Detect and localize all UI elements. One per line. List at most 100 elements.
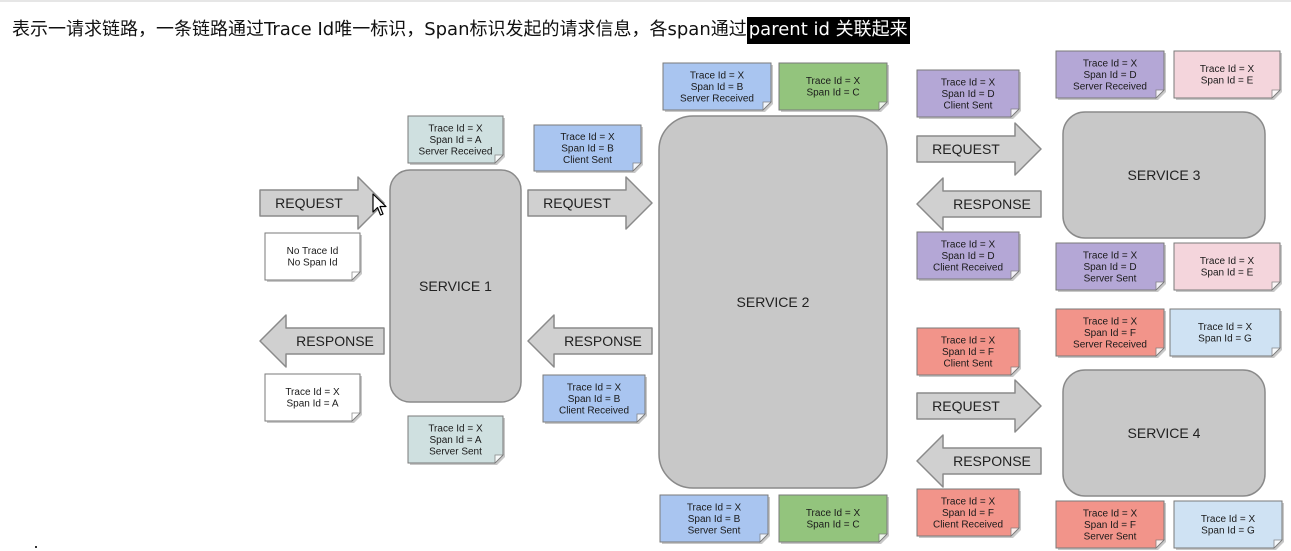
note-line: Server Sent [1084, 531, 1137, 542]
note-line: Trace Id = X [428, 423, 483, 434]
note-line: Span Id = A [287, 399, 339, 410]
note-line: Span Id = D [1083, 70, 1136, 81]
note-line: Trace Id = X [1201, 514, 1256, 525]
note-line: Span Id = E [1201, 76, 1254, 87]
note-line: Server Sent [429, 446, 482, 457]
note-line: Server Received [419, 146, 493, 157]
response-arrow-4: RESPONSE [916, 434, 1042, 488]
request-label: REQUEST [543, 195, 611, 211]
request-label: REQUEST [932, 141, 1000, 157]
note-line: Span Id = C [806, 520, 859, 531]
caption-highlight: parent id 关联起来 [746, 17, 910, 44]
note-line: Span Id = C [806, 88, 859, 99]
response-label: RESPONSE [564, 333, 642, 349]
request-arrow-3: REQUEST [916, 122, 1042, 176]
response-arrow-2: RESPONSE [527, 314, 653, 368]
stray-dot [35, 546, 37, 548]
note-line: Trace Id = X [428, 123, 483, 134]
response-label: RESPONSE [296, 333, 374, 349]
note-line: Trace Id = X [806, 508, 861, 519]
note-line: Trace Id = X [941, 239, 996, 250]
note-line: Span Id = B [688, 514, 741, 525]
request-arrow-4: REQUEST [916, 379, 1042, 433]
request-arrow-1: REQUEST [259, 176, 385, 230]
note-line: Trace Id = X [285, 387, 340, 398]
note-line: Span Id = A [430, 135, 482, 146]
note-line: Trace Id = X [690, 70, 745, 81]
caption-text: 表示一请求链路，一条链路通过Trace Id唯一标识，Span标识发起的请求信息… [12, 19, 747, 40]
caption: 表示一请求链路，一条链路通过Trace Id唯一标识，Span标识发起的请求信息… [12, 17, 910, 44]
service-label: SERVICE 4 [1128, 425, 1201, 441]
note-line: Span Id = B [568, 394, 621, 405]
response-arrow-3: RESPONSE [916, 177, 1042, 231]
note-line: Trace Id = X [1083, 250, 1138, 261]
note-line: Trace Id = X [1083, 508, 1138, 519]
note-line: Trace Id = X [687, 502, 742, 513]
note-line: Trace Id = X [1198, 322, 1253, 333]
note-line: Span Id = F [942, 347, 994, 358]
service-1-box: SERVICE 1 [389, 169, 522, 403]
response-label: RESPONSE [953, 453, 1031, 469]
note-line: Span Id = G [1198, 334, 1252, 345]
note-line: Trace Id = X [941, 77, 996, 88]
note-line: Trace Id = X [941, 496, 996, 507]
note-line: Client Sent [944, 358, 993, 369]
note-line: Client Sent [944, 100, 993, 111]
service-label: SERVICE 2 [737, 294, 810, 310]
note-line: Server Received [1073, 81, 1147, 92]
service-3-box: SERVICE 3 [1062, 111, 1266, 239]
note-line: Trace Id = X [806, 76, 861, 87]
note-line: Span Id = G [1201, 526, 1255, 537]
note-line: Server Received [680, 93, 754, 104]
note-line: Span Id = A [430, 435, 482, 446]
note-line: Span Id = D [941, 251, 994, 262]
note-line: Span Id = F [1084, 520, 1136, 531]
response-label: RESPONSE [953, 196, 1031, 212]
note-line: Span Id = D [1083, 262, 1136, 273]
note-line: Trace Id = X [941, 335, 996, 346]
note-line: Trace Id = X [1083, 58, 1138, 69]
note-line: Span Id = D [941, 89, 994, 100]
service-2-box: SERVICE 2 [658, 115, 888, 489]
top-divider [0, 0, 1291, 2]
note-line: Trace Id = X [567, 382, 622, 393]
request-arrow-2: REQUEST [527, 176, 653, 230]
note-line: Span Id = B [561, 143, 614, 154]
note-line: No Span Id [287, 258, 337, 269]
note-line: Span Id = F [1084, 328, 1136, 339]
note-line: Span Id = B [691, 82, 744, 93]
request-label: REQUEST [275, 195, 343, 211]
note-line: Span Id = F [942, 508, 994, 519]
note-line: Server Sent [1084, 273, 1137, 284]
note-line: Trace Id = X [1200, 256, 1255, 267]
response-arrow-1: RESPONSE [259, 314, 385, 368]
note-line: Client Received [559, 405, 629, 416]
note-line: Span Id = E [1201, 268, 1254, 279]
service-label: SERVICE 1 [419, 278, 492, 294]
service-label: SERVICE 3 [1128, 167, 1201, 183]
note-line: Client Sent [563, 155, 612, 166]
mouse-cursor-icon [372, 193, 387, 216]
service-4-box: SERVICE 4 [1062, 369, 1266, 497]
